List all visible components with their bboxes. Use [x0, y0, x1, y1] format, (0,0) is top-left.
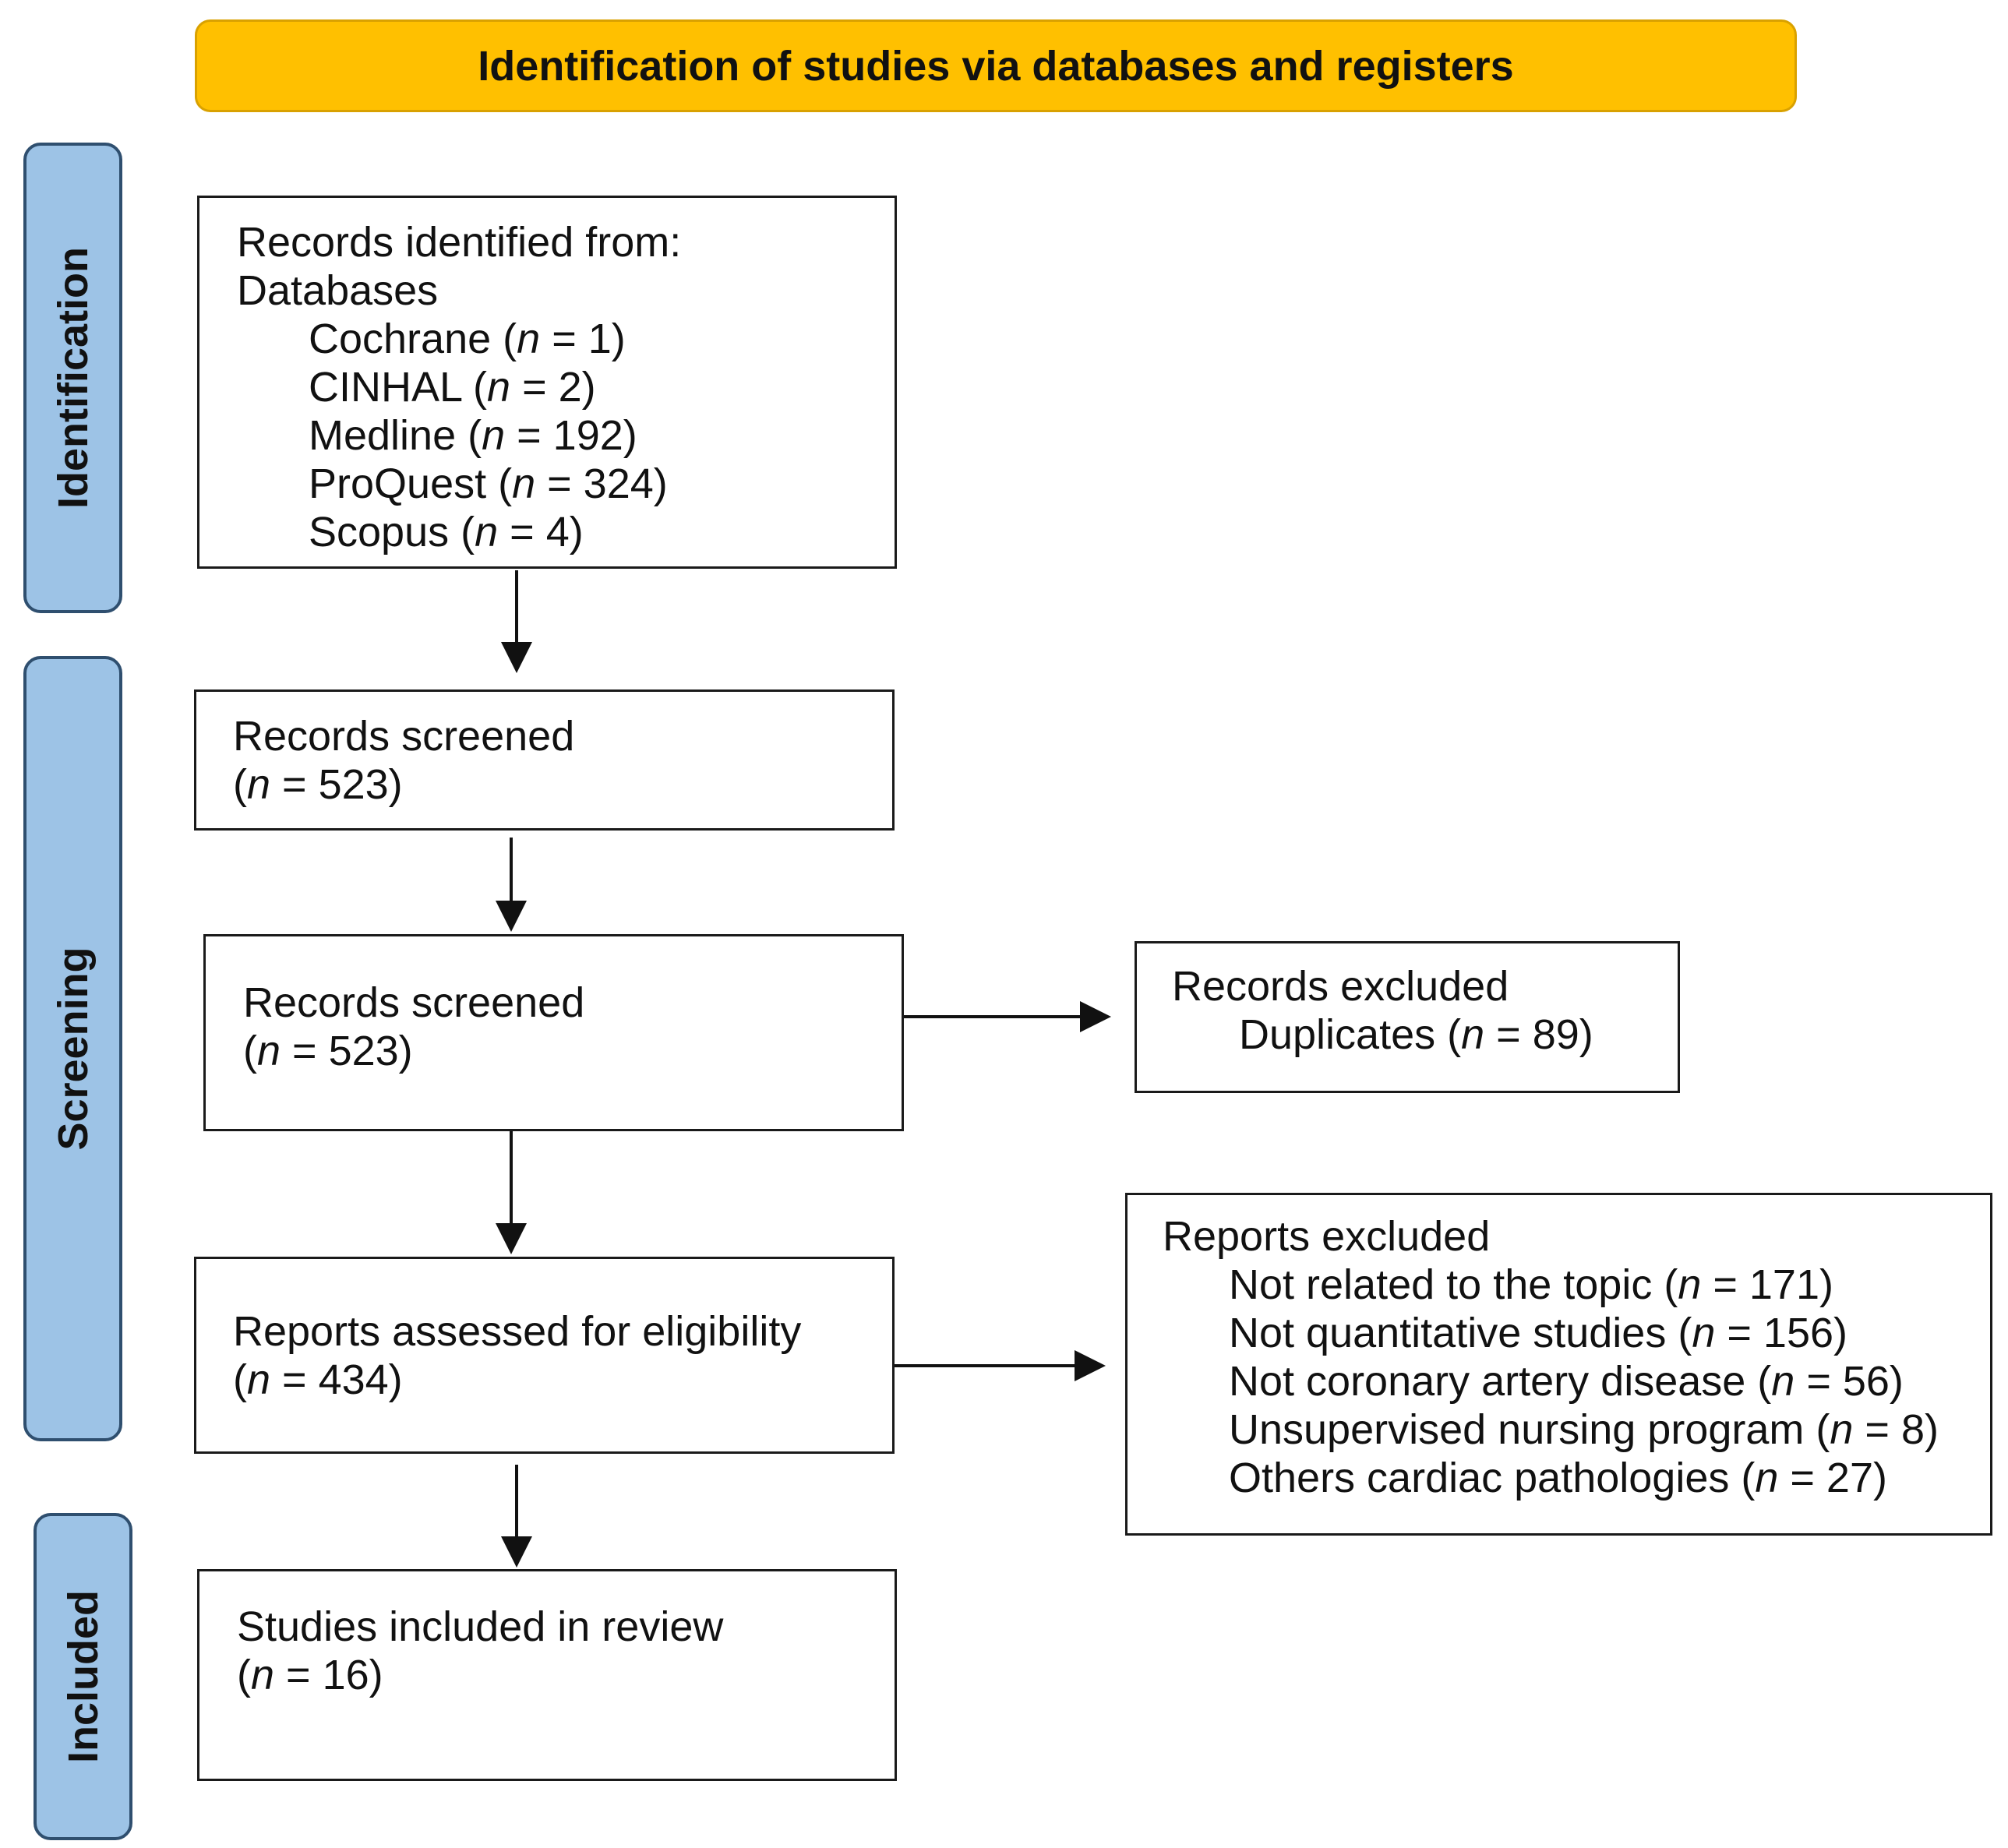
source-proquest: ProQuest (n = 324)	[309, 460, 668, 507]
source-cochrane: Cochrane (n = 1)	[309, 316, 626, 362]
studies-included-title: Studies included in review	[237, 1603, 724, 1650]
excluded-not-quantitative: Not quantitative studies (n = 156)	[1229, 1310, 1847, 1356]
excluded-not-related: Not related to the topic (n = 171)	[1229, 1261, 1833, 1308]
phase-identification-label: Identification	[49, 247, 97, 509]
reports-assessed-count: (n = 434)	[233, 1356, 403, 1403]
reports-assessed-title: Reports assessed for eligibility	[233, 1308, 802, 1355]
databases-label: Databases	[237, 267, 439, 314]
records-screened-title-2: Records screened	[243, 979, 585, 1026]
source-scopus: Scopus (n = 4)	[309, 509, 584, 555]
records-screened-box-2: Records screened (n = 523)	[203, 934, 904, 1131]
phase-identification: Identification	[23, 143, 122, 613]
phase-included-label: Included	[59, 1589, 107, 1764]
source-cinhal: CINHAL (n = 2)	[309, 364, 596, 411]
records-screened-count-2: (n = 523)	[243, 1028, 413, 1074]
header-banner: Identification of studies via databases …	[195, 19, 1797, 112]
phase-screening-label: Screening	[49, 947, 97, 1151]
studies-included-box: Studies included in review (n = 16)	[197, 1569, 897, 1781]
excluded-other-cardiac: Others cardiac pathologies (n = 27)	[1229, 1455, 1887, 1501]
records-identified-box: Records identified from: Databases Cochr…	[197, 196, 897, 569]
header-title: Identification of studies via databases …	[478, 42, 1514, 90]
phase-included: Included	[34, 1513, 132, 1840]
records-excluded-box: Records excluded Duplicates (n = 89)	[1135, 941, 1680, 1093]
reports-excluded-box: Reports excluded Not related to the topi…	[1125, 1193, 1992, 1536]
excluded-unsupervised: Unsupervised nursing program (n = 8)	[1229, 1406, 1939, 1453]
records-identified-heading: Records identified from:	[237, 219, 682, 266]
records-screened-box-1: Records screened (n = 523)	[194, 689, 895, 831]
phase-screening: Screening	[23, 656, 122, 1441]
reports-excluded-title: Reports excluded	[1163, 1213, 1491, 1260]
studies-included-count: (n = 16)	[237, 1652, 383, 1698]
reports-assessed-box: Reports assessed for eligibility (n = 43…	[194, 1257, 895, 1454]
records-screened-count-1: (n = 523)	[233, 761, 403, 808]
records-screened-title-1: Records screened	[233, 713, 575, 760]
excluded-duplicates: Duplicates (n = 89)	[1239, 1011, 1593, 1058]
source-medline: Medline (n = 192)	[309, 412, 637, 459]
excluded-not-cad: Not coronary artery disease (n = 56)	[1229, 1358, 1904, 1405]
records-excluded-title: Records excluded	[1172, 963, 1509, 1010]
